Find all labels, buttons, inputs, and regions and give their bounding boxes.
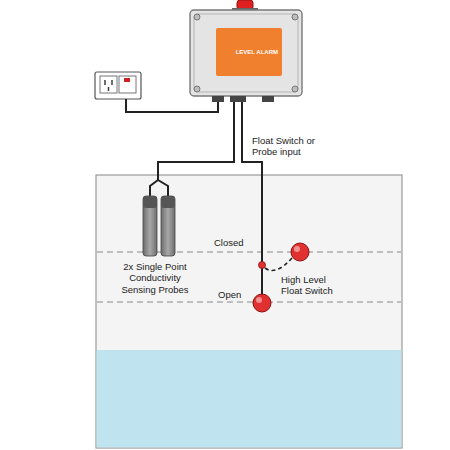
panel-text: LEVEL ALARM xyxy=(236,49,278,55)
label-box: Open xyxy=(218,289,254,300)
text-label: Open xyxy=(218,289,241,300)
text-label: Closed xyxy=(214,237,244,248)
water xyxy=(97,350,402,447)
label-box: Float Switch or Probe input xyxy=(252,135,330,158)
cable-gland xyxy=(262,96,274,102)
text-label: High Level Float Switch xyxy=(281,274,333,296)
conductivity-probe xyxy=(161,196,175,256)
open-level-line xyxy=(97,302,401,303)
text-label: Float Switch or Probe input xyxy=(252,135,315,157)
cable-gland xyxy=(230,96,246,102)
socket xyxy=(100,76,117,93)
cable-gland xyxy=(212,96,224,102)
control-box xyxy=(190,10,302,96)
power-outlet xyxy=(95,72,141,99)
cable-weight xyxy=(259,262,266,269)
socket xyxy=(119,76,136,93)
probe-cable xyxy=(158,100,234,180)
float-swing-path xyxy=(265,258,292,270)
float-switch-closed xyxy=(291,243,309,261)
label-box: 2x Single Point Conductivity Sensing Pro… xyxy=(112,261,198,295)
alarm-label-panel: LEVEL ALARM xyxy=(216,28,282,76)
label-box: Closed xyxy=(214,237,254,248)
conductivity-probe xyxy=(143,196,157,256)
text-label: 2x Single Point Conductivity Sensing Pro… xyxy=(121,261,188,295)
tank xyxy=(96,175,402,448)
power-cable xyxy=(126,99,218,112)
label-box: High Level Float Switch xyxy=(281,274,345,297)
float-switch-open xyxy=(253,294,271,312)
